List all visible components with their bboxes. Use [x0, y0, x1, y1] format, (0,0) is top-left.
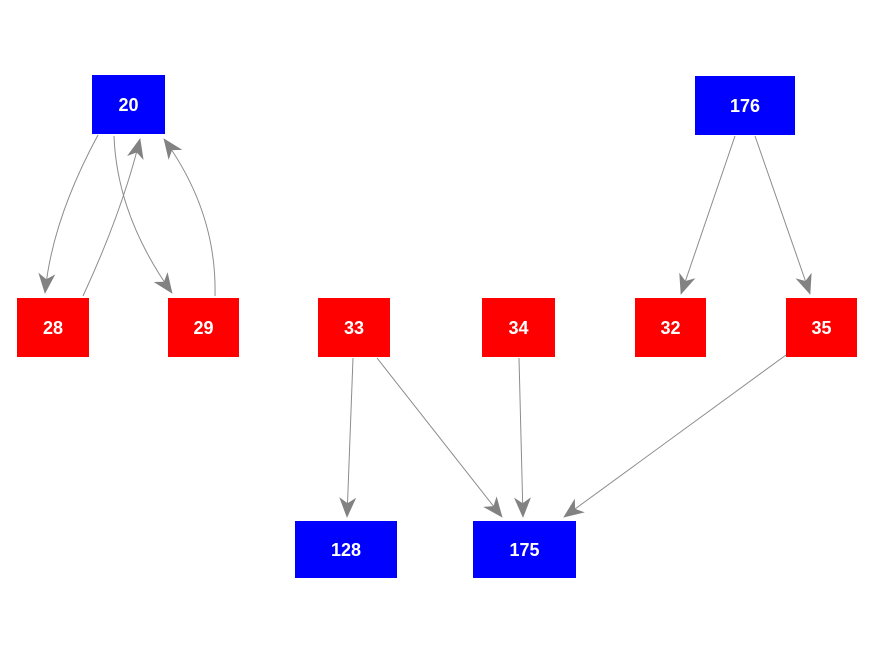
node-label: 175 — [509, 539, 540, 560]
edge-28-to-20 — [82, 138, 144, 297]
node-label: 34 — [508, 317, 529, 338]
edge-35-to-175 — [563, 354, 787, 518]
edge-33-to-128 — [339, 357, 357, 518]
node-label: 35 — [811, 317, 832, 338]
node-32: 32 — [635, 298, 706, 357]
node-20: 20 — [92, 75, 165, 134]
node-29: 29 — [168, 298, 239, 357]
node-175: 175 — [473, 521, 576, 578]
node-34: 34 — [482, 298, 555, 357]
node-label: 28 — [42, 317, 64, 338]
node-label: 29 — [193, 317, 214, 338]
edge-176-to-32 — [679, 135, 736, 295]
node-176: 176 — [695, 76, 795, 135]
node-label: 32 — [660, 317, 681, 338]
node-128: 128 — [295, 521, 397, 578]
node-label: 33 — [343, 317, 365, 338]
edge-20-to-29 — [113, 135, 173, 294]
node-label: 176 — [729, 95, 761, 116]
edge-20-to-28 — [38, 134, 99, 294]
node-35: 35 — [786, 298, 857, 357]
node-33: 33 — [318, 298, 390, 357]
edge-34-to-175 — [514, 357, 532, 518]
edge-33-to-175 — [376, 357, 503, 518]
edge-176-to-35 — [754, 135, 812, 295]
node-28: 28 — [17, 298, 89, 357]
edge-29-to-20 — [163, 138, 216, 297]
node-label: 20 — [118, 94, 139, 115]
node-label: 128 — [330, 539, 362, 560]
